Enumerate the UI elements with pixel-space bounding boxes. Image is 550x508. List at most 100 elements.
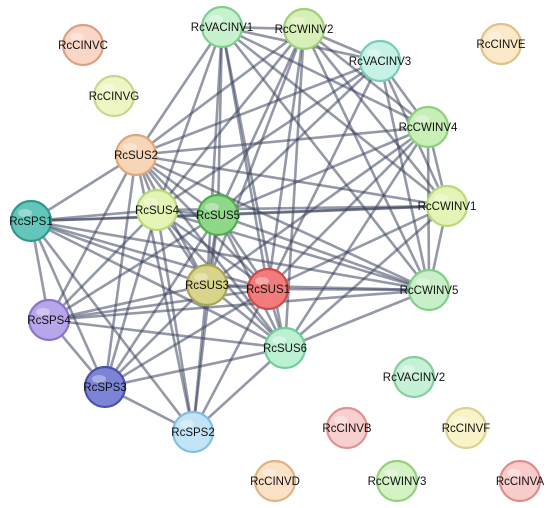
node-circle[interactable] bbox=[375, 459, 419, 503]
node-highlight bbox=[384, 469, 398, 477]
node-label: RcSPS4 bbox=[27, 315, 71, 327]
node-RcSPS1[interactable]: RcSPS1 bbox=[9, 199, 53, 243]
node-circle[interactable] bbox=[407, 268, 451, 312]
node-RcCWINV1[interactable]: RcCWINV1 bbox=[418, 184, 477, 228]
edge-RcCWINV4-RcSUS5 bbox=[216, 125, 430, 217]
node-circle[interactable] bbox=[246, 267, 290, 311]
node-RcSUS1[interactable]: RcSUS1 bbox=[246, 267, 290, 311]
node-RcSPS3[interactable]: RcSPS3 bbox=[83, 365, 127, 409]
edge-RcCWINV5-RcSUS5 bbox=[216, 213, 431, 292]
node-circle[interactable] bbox=[135, 188, 179, 232]
edge-RcSUS5-RcSPS3 bbox=[103, 213, 220, 389]
edge-RcVACINV1-RcCWINV5 bbox=[220, 25, 431, 292]
edge-RcVACINV1-RcCWINV1 bbox=[220, 25, 449, 208]
node-label: RcCWINV5 bbox=[400, 285, 459, 297]
node-circle[interactable] bbox=[498, 459, 542, 503]
node-highlight bbox=[209, 15, 223, 23]
edge-RcSPS1-RcSPS3 bbox=[29, 219, 107, 389]
node-circle[interactable] bbox=[114, 133, 158, 177]
node-RcSUS4[interactable]: RcSUS4 bbox=[135, 188, 180, 232]
node-highlight bbox=[123, 143, 137, 151]
node-RcVACINV2[interactable]: RcVACINV2 bbox=[383, 355, 445, 399]
node-RcCWINV2[interactable]: RcCWINV2 bbox=[275, 7, 334, 51]
node-RcCWINV3[interactable]: RcCWINV3 bbox=[368, 459, 427, 503]
node-RcSPS4[interactable]: RcSPS4 bbox=[27, 298, 71, 342]
node-label: RcSPS1 bbox=[9, 216, 52, 228]
node-RcCINVF[interactable]: RcCINVF bbox=[442, 406, 491, 450]
node-RcCINVC[interactable]: RcCINVC bbox=[58, 23, 108, 67]
node-RcCWINV4[interactable]: RcCWINV4 bbox=[399, 105, 458, 149]
node-RcSUS3[interactable]: RcSUS3 bbox=[185, 263, 229, 307]
node-circle[interactable] bbox=[61, 23, 105, 67]
edge-RcVACINV1-RcSUS2 bbox=[134, 25, 224, 157]
node-circle[interactable] bbox=[9, 199, 53, 243]
node-circle[interactable] bbox=[263, 326, 307, 370]
node-highlight bbox=[488, 32, 502, 40]
node-highlight bbox=[401, 365, 415, 373]
node-circle[interactable] bbox=[392, 355, 436, 399]
node-circle[interactable] bbox=[444, 406, 488, 450]
node-RcSUS2[interactable]: RcSUS2 bbox=[114, 133, 158, 177]
node-RcVACINV3[interactable]: RcVACINV3 bbox=[349, 39, 411, 83]
edge-RcCWINV5-RcSUS6 bbox=[283, 288, 431, 350]
node-circle[interactable] bbox=[196, 193, 240, 237]
node-circle[interactable] bbox=[406, 105, 450, 149]
edge-RcCWINV5-RcSPS1 bbox=[29, 219, 431, 292]
node-label: RcCWINV2 bbox=[275, 24, 334, 36]
node-highlight bbox=[415, 115, 429, 123]
node-circle[interactable] bbox=[83, 365, 127, 409]
node-label: RcCINVA bbox=[496, 476, 545, 488]
node-highlight bbox=[101, 84, 115, 92]
edge-RcVACINV3-RcSUS5 bbox=[216, 59, 382, 217]
node-label: RcCWINV1 bbox=[418, 201, 477, 213]
edge-RcVACINV1-RcSUS3 bbox=[205, 25, 224, 287]
node-circle[interactable] bbox=[92, 74, 136, 118]
node-label: RcSUS5 bbox=[196, 210, 240, 222]
node-circle[interactable] bbox=[171, 410, 215, 454]
node-label: RcCWINV3 bbox=[368, 476, 427, 488]
node-RcCINVD[interactable]: RcCINVD bbox=[250, 459, 300, 503]
node-circle[interactable] bbox=[425, 184, 469, 228]
node-highlight bbox=[453, 416, 467, 424]
edge-RcCWINV1-RcSUS6 bbox=[283, 204, 449, 350]
node-RcSUS5[interactable]: RcSUS5 bbox=[196, 193, 240, 237]
node-RcCINVE[interactable]: RcCINVE bbox=[476, 22, 526, 66]
edge-RcCWINV4-RcSUS6 bbox=[283, 125, 430, 350]
node-highlight bbox=[180, 420, 194, 428]
node-RcCWINV5[interactable]: RcCWINV5 bbox=[400, 268, 459, 312]
node-RcSPS2[interactable]: RcSPS2 bbox=[171, 410, 215, 454]
edge-RcSPS1-RcSUS1 bbox=[29, 219, 270, 291]
node-RcSUS6[interactable]: RcSUS6 bbox=[263, 326, 307, 370]
node-highlight bbox=[144, 198, 158, 206]
node-RcCINVB[interactable]: RcCINVB bbox=[322, 406, 372, 450]
edge-RcCWINV2-RcCWINV4 bbox=[302, 27, 430, 129]
node-label: RcSUS2 bbox=[114, 150, 158, 162]
node-RcVACINV1[interactable]: RcVACINV1 bbox=[191, 5, 253, 49]
edge-RcCWINV1-RcSUS2 bbox=[134, 153, 449, 208]
node-circle[interactable] bbox=[282, 7, 326, 51]
node-circle[interactable] bbox=[253, 459, 297, 503]
node-RcCINVA[interactable]: RcCINVA bbox=[496, 459, 545, 503]
node-label: RcCINVD bbox=[250, 476, 300, 488]
node-RcCINVG[interactable]: RcCINVG bbox=[89, 74, 140, 118]
node-circle[interactable] bbox=[479, 22, 523, 66]
node-circle[interactable] bbox=[27, 298, 71, 342]
node-label: RcSUS6 bbox=[263, 343, 307, 355]
node-circle[interactable] bbox=[358, 39, 402, 83]
node-circle[interactable] bbox=[200, 5, 244, 49]
node-highlight bbox=[272, 336, 286, 344]
node-label: RcCINVE bbox=[476, 39, 526, 51]
node-label: RcCINVF bbox=[442, 423, 491, 435]
edge-RcSUS3-RcSPS3 bbox=[103, 283, 209, 389]
node-circle[interactable] bbox=[325, 406, 369, 450]
node-circle[interactable] bbox=[185, 263, 229, 307]
edge-RcCWINV2-RcCWINV5 bbox=[302, 27, 431, 292]
node-label: RcSUS3 bbox=[185, 280, 229, 292]
network-nodes: RcVACINV1 RcCWINV2RcVACINV3RcCWINV4RcCWIN… bbox=[9, 5, 545, 503]
edge-RcSUS3-RcSPS2 bbox=[191, 283, 209, 434]
edge-RcVACINV3-RcSUS4 bbox=[155, 59, 382, 212]
node-highlight bbox=[416, 278, 430, 286]
node-highlight bbox=[255, 277, 269, 285]
edge-RcCWINV4-RcSUS2 bbox=[134, 125, 430, 157]
